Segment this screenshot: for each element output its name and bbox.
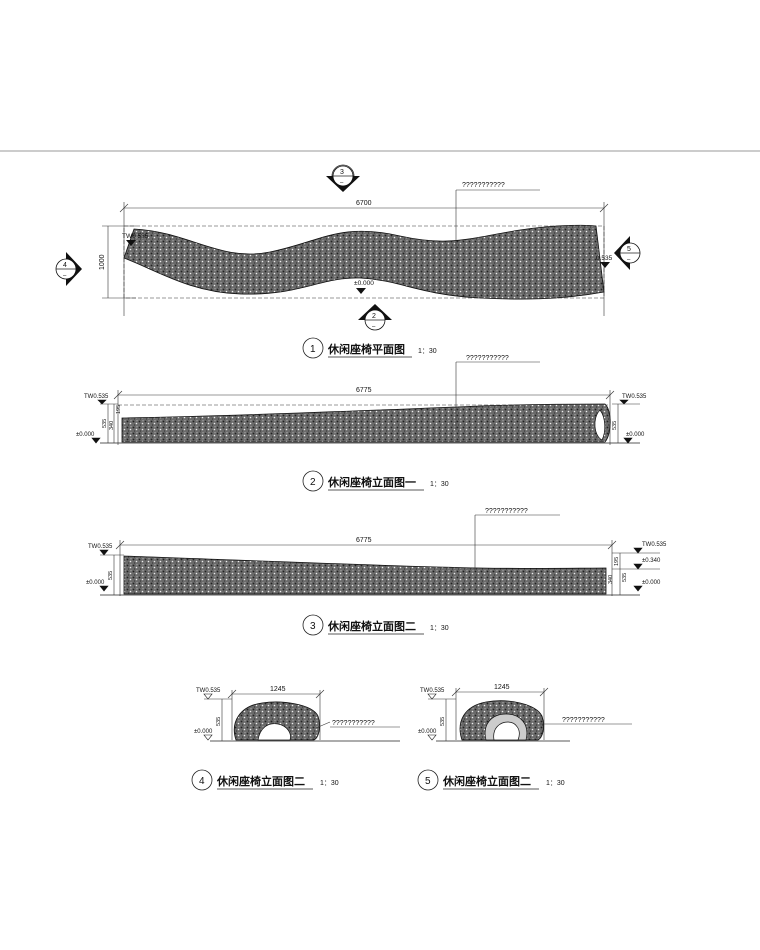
- section-5-view: 1245 TW0.535 ±0.000 535 ???????????: [418, 684, 632, 742]
- plan-dim-width: 1000: [99, 254, 106, 270]
- plan-dim-length: 6700: [356, 200, 372, 207]
- svg-text:±0.000: ±0.000: [642, 580, 661, 586]
- svg-text:±0.000: ±0.000: [626, 432, 645, 438]
- svg-text:535: 535: [216, 717, 222, 726]
- svg-text:535: 535: [108, 571, 114, 580]
- svg-text:TW0.535: TW0.535: [88, 544, 113, 550]
- svg-text:2: 2: [372, 313, 376, 320]
- svg-text:–: –: [63, 273, 67, 279]
- svg-text:–: –: [372, 324, 376, 330]
- elev2-bench-shape: [123, 555, 607, 595]
- svg-text:休闲座椅立面图一: 休闲座椅立面图一: [327, 475, 416, 489]
- elev2-leader-note: ???????????: [485, 508, 528, 515]
- plan-bench-shape: [123, 224, 605, 300]
- svg-text:4: 4: [199, 776, 205, 787]
- title-section-4: 4 休闲座椅立面图二 1：30: [191, 769, 339, 791]
- elevation-2: 6775 TW0.535 ±0.000 535 TW0.535 ±0.340 ±…: [86, 508, 667, 596]
- svg-text:–: –: [627, 257, 631, 263]
- section-4-bench-shape: [234, 701, 321, 741]
- section-marker-2: 2 –: [358, 304, 392, 331]
- svg-text:340: 340: [109, 421, 115, 430]
- svg-text:TW0.535: TW0.535: [622, 394, 647, 400]
- svg-text:±0.000: ±0.000: [194, 729, 213, 735]
- svg-text:休闲座椅平面图: 休闲座椅平面图: [327, 342, 405, 356]
- svg-text:休闲座椅立面图二: 休闲座椅立面图二: [327, 619, 416, 633]
- section-marker-4: 4 –: [55, 252, 82, 286]
- svg-text:1：30: 1：30: [430, 625, 449, 632]
- elev1-bench-shape: [121, 403, 611, 443]
- svg-text:195: 195: [116, 405, 122, 414]
- elev2-dim-length: 6775: [356, 537, 372, 544]
- plan-level-left: TW0.535: [122, 233, 149, 240]
- svg-text:1245: 1245: [270, 686, 286, 693]
- elev1-dim-length: 6775: [356, 387, 372, 394]
- section-marker-5: 5 –: [614, 236, 641, 270]
- svg-text:±0.000: ±0.000: [86, 580, 105, 586]
- svg-text:4: 4: [63, 262, 67, 269]
- title-plan: 1 休闲座椅平面图 1：30: [302, 337, 437, 359]
- svg-text:340: 340: [608, 575, 614, 584]
- plan-leader-note: ???????????: [462, 182, 505, 189]
- svg-text:535: 535: [440, 717, 446, 726]
- svg-text:5: 5: [425, 776, 431, 787]
- svg-text:2: 2: [310, 477, 316, 488]
- svg-text:3: 3: [340, 169, 344, 176]
- title-section-5: 5 休闲座椅立面图二 1：30: [417, 769, 565, 791]
- section-4-leader-note: ???????????: [332, 720, 375, 727]
- svg-text:1：30: 1：30: [320, 780, 339, 787]
- svg-text:休闲座椅立面图二: 休闲座椅立面图二: [442, 774, 531, 788]
- svg-text:3: 3: [310, 621, 316, 632]
- svg-text:1: 1: [310, 344, 316, 355]
- svg-text:休闲座椅立面图二: 休闲座椅立面图二: [216, 774, 305, 788]
- elevation-1: 6775 TW0.535 ±0.000 535 340 195 TW0.535 …: [76, 355, 647, 445]
- section-4-view: 1245 TW0.535 ±0.000 535 ???????????: [194, 686, 400, 742]
- svg-text:1：30: 1：30: [418, 348, 437, 355]
- svg-text:1：30: 1：30: [546, 780, 565, 787]
- svg-text:535: 535: [612, 421, 618, 430]
- svg-text:5: 5: [627, 246, 631, 253]
- svg-text:TW0.535: TW0.535: [642, 542, 667, 548]
- plan-level-bottom: ±0.000: [354, 280, 374, 287]
- elev1-leader-note: ???????????: [466, 355, 509, 362]
- svg-text:–: –: [340, 180, 344, 186]
- svg-text:1：30: 1：30: [430, 481, 449, 488]
- title-elevation-1: 2 休闲座椅立面图一 1：30: [302, 470, 449, 492]
- svg-text:±0.340: ±0.340: [642, 558, 661, 564]
- svg-text:1245: 1245: [494, 684, 510, 691]
- svg-text:535: 535: [102, 419, 108, 428]
- plan-level-right: 0.535: [596, 255, 613, 262]
- svg-text:535: 535: [622, 573, 628, 582]
- svg-text:195: 195: [614, 557, 620, 566]
- section-5-leader-note: ???????????: [562, 717, 605, 724]
- section-marker-3: 3 –: [326, 164, 360, 192]
- svg-text:±0.000: ±0.000: [418, 729, 437, 735]
- svg-text:TW0.535: TW0.535: [420, 688, 445, 694]
- title-elevation-2: 3 休闲座椅立面图二 1：30: [302, 614, 449, 636]
- svg-text:TW0.535: TW0.535: [84, 394, 109, 400]
- svg-text:±0.000: ±0.000: [76, 432, 95, 438]
- svg-text:TW0.535: TW0.535: [196, 688, 221, 694]
- plan-view: 6700 1000 TW0.535 0.535 ±0.000 ?????????…: [55, 164, 641, 331]
